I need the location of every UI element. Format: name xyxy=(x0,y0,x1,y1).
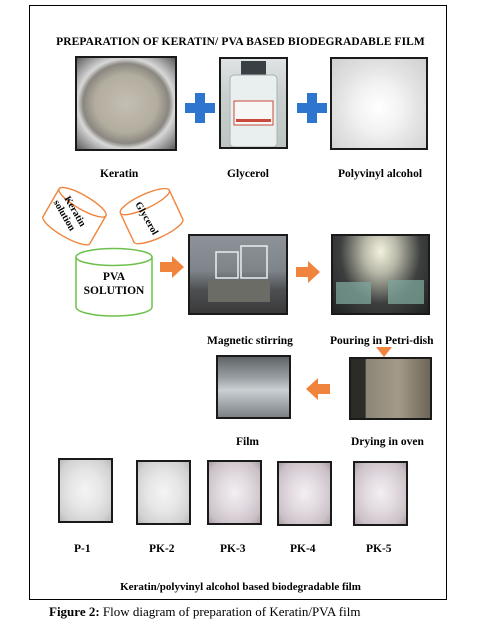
arrow-down-icon xyxy=(376,347,392,357)
sample-photo-pk2 xyxy=(136,460,191,525)
sample-photo-p1 xyxy=(58,458,113,523)
glycerol-cylinder xyxy=(119,187,184,245)
keratin-solution-cylinder xyxy=(42,186,107,246)
sample-photo-pk4 xyxy=(277,461,332,526)
film-label: Film xyxy=(236,436,259,448)
pva-solution-text-1: PVA xyxy=(102,271,126,283)
figure-title: PREPARATION OF KERATIN/ PVA BASED BIODEG… xyxy=(56,36,425,48)
plus-icon-2 xyxy=(297,93,327,123)
arrow-left-icon xyxy=(306,378,330,400)
drying-oven-photo xyxy=(349,357,432,420)
figure-caption: Figure 2: Flow diagram of preparation of… xyxy=(49,604,360,620)
petri-dish-icon xyxy=(336,280,424,304)
pva-solution-text-2: SOLUTION xyxy=(83,285,145,297)
caption-prefix: Figure 2: xyxy=(49,604,100,619)
petri-dish-photo xyxy=(331,234,430,315)
keratin-photo xyxy=(75,56,177,151)
beaker-icon xyxy=(208,245,270,302)
footer-label: Keratin/polyvinyl alcohol based biodegra… xyxy=(120,581,361,593)
sample-label-pk5: PK-5 xyxy=(366,543,392,555)
sample-label-pk2: PK-2 xyxy=(149,543,175,555)
pva-label: Polyvinyl alcohol xyxy=(338,168,423,180)
sample-label-pk3: PK-3 xyxy=(220,543,246,555)
arrow-right-icon-1 xyxy=(160,256,184,278)
sample-label-p1: P-1 xyxy=(74,543,91,555)
pouring-label: Pouring in Petri-dish xyxy=(330,335,434,347)
glycerol-bottle-icon xyxy=(229,61,278,147)
glycerol-photo xyxy=(219,57,288,149)
keratin-label: Keratin xyxy=(100,168,139,180)
magnetic-stirring-photo xyxy=(188,234,288,315)
glycerol-label: Glycerol xyxy=(227,168,269,180)
caption-text: Flow diagram of preparation of Keratin/P… xyxy=(99,604,361,619)
drying-label: Drying in oven xyxy=(351,436,424,448)
sample-photo-pk3 xyxy=(207,460,262,525)
sample-photo-pk5 xyxy=(353,461,408,526)
plus-icon-1 xyxy=(185,93,215,123)
magnetic-stirring-label: Magnetic stirring xyxy=(207,335,293,347)
pva-solution-cylinder xyxy=(75,247,153,317)
arrow-right-icon-2 xyxy=(296,261,320,283)
sample-label-pk4: PK-4 xyxy=(290,543,316,555)
film-photo xyxy=(216,355,291,419)
pva-photo xyxy=(330,57,428,150)
